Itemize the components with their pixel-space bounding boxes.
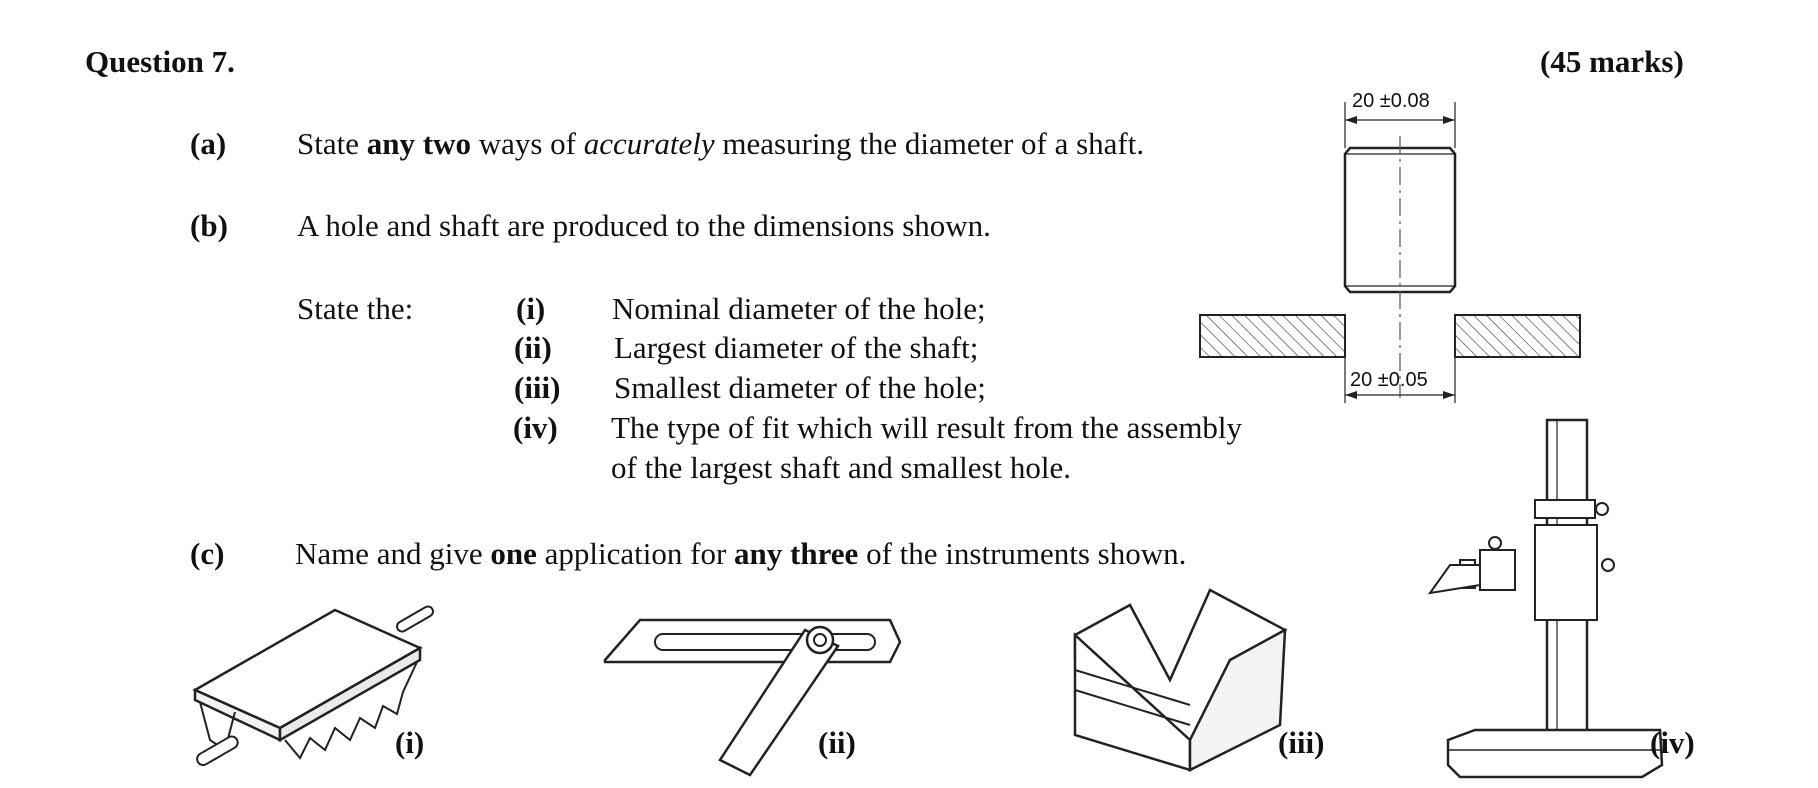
item-label-iv: (iv) [513,410,558,445]
instrument-label-iv: (iv) [1650,725,1695,760]
part-b-text: A hole and shaft are produced to the dim… [297,208,991,243]
hole-block-right [1454,314,1581,358]
state-the-label: State the: [297,291,414,326]
shaft-dimension-label: 20 ±0.08 [1352,90,1430,112]
item-label-i: (i) [516,291,546,326]
part-a-label: (a) [190,126,227,161]
item-text-iv-cont: of the largest shaft and smallest hole. [611,450,1072,485]
question-title: Question 7. [85,44,235,79]
item-label-iii: (iii) [514,370,561,405]
item-text-ii: Largest diameter of the shaft; [614,330,979,365]
item-text-iii: Smallest diameter of the hole; [614,370,986,405]
part-a-text: State any two ways of accurately measuri… [297,126,1145,161]
question-marks: (45 marks) [1540,44,1684,79]
part-c-label: (c) [190,536,225,571]
surface-plate-illustration [192,605,434,766]
item-text-i: Nominal diameter of the hole; [612,291,986,326]
height-gauge-illustration [1427,418,1664,779]
v-block-illustration [1073,588,1288,773]
item-label-ii: (ii) [514,330,552,365]
hole-shaft-diagram [1199,102,1581,403]
instrument-label-i: (i) [395,725,425,760]
hole-block-left [1199,314,1346,358]
sliding-bevel-illustration [603,618,902,777]
instrument-label-iii: (iii) [1278,725,1325,760]
part-c-text: Name and give one application for any th… [295,536,1187,571]
part-b-label: (b) [190,208,228,243]
item-text-iv: The type of fit which will result from t… [611,410,1243,445]
hole-dimension-label: 20 ±0.05 [1350,369,1428,391]
instrument-label-ii: (ii) [818,725,856,760]
